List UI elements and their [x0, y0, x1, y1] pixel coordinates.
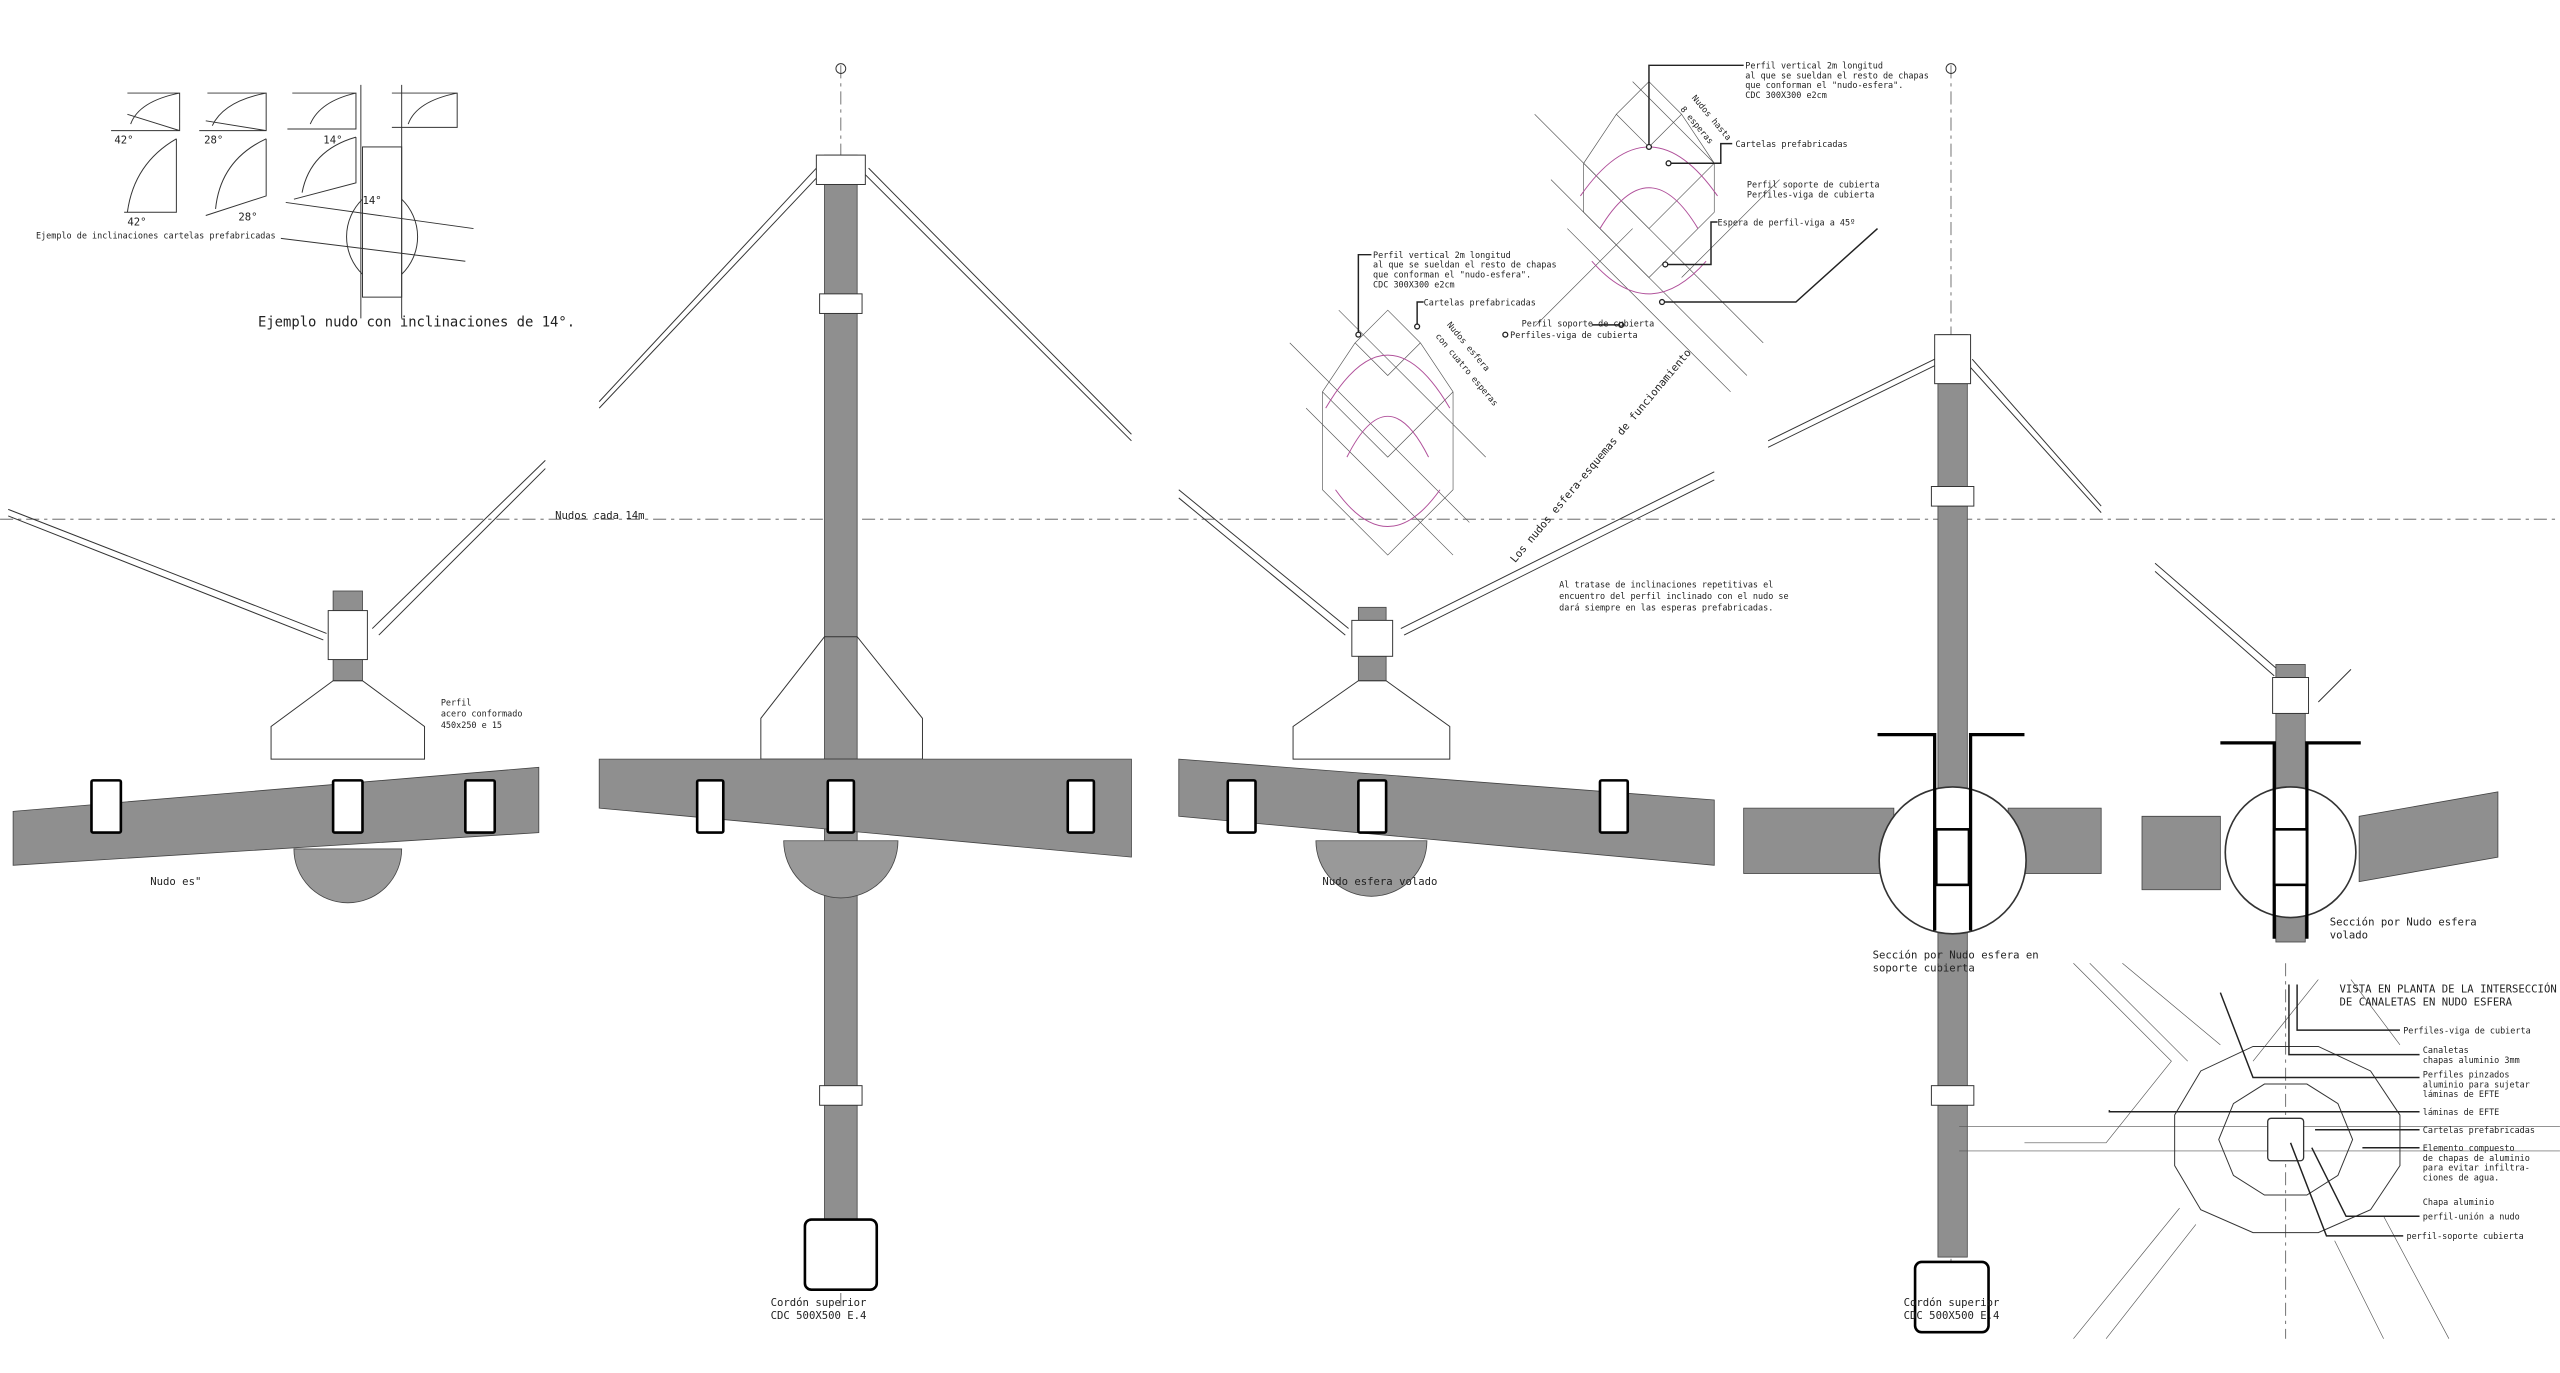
iso-upper-vertical-profile: Perfil vertical 2m longitud: [1745, 61, 1883, 71]
angle-label: 28°: [238, 210, 257, 223]
panel-cordon-superior-1: Cordón superior CDC 500X500 E.4: [598, 63, 1132, 1322]
profile-label: acero conformado: [441, 709, 523, 719]
plan-label: Perfiles pinzados: [2423, 1070, 2510, 1080]
cordon-caption: CDC 500X500 E.4: [771, 1309, 867, 1322]
panel1-caption: Nudo es": [150, 875, 201, 888]
plan-title: DE CANALETAS EN NUDO ESFERA: [2340, 996, 2513, 1009]
iso-lower-vertical-profile: al que se sueldan el resto de chapas: [1373, 260, 1557, 270]
section-caption: soporte cubierta: [1873, 961, 1975, 974]
iso-upper-vertical-profile: CDC 300X300 e2cm: [1745, 90, 1827, 100]
note-block: Al tratase de inclinaciones repetitivas …: [1559, 580, 1788, 613]
panel-nudo-esfera: Nudos cada 14m Perfil acero conformado 4…: [0, 460, 2560, 904]
node-example: Ejemplo nudo con inclinaciones de 14°.: [258, 84, 575, 331]
plan-label: Canaletas: [2423, 1045, 2469, 1055]
iso-diagonal-title: Los nudos esfera-esquemas de funcionamie…: [1507, 346, 1694, 565]
cartelas-caption: Ejemplo de inclinaciones cartelas prefab…: [36, 230, 276, 240]
plan-label: aluminio para sujetar: [2423, 1079, 2530, 1089]
plan-label: láminas de EFTE: [2423, 1107, 2499, 1117]
iso-lower-beams: Perfiles-viga de cubierta: [1510, 330, 1637, 340]
iso-lower-vertical-profile: CDC 300X300 e2cm: [1373, 279, 1455, 289]
angle-label: 42°: [114, 134, 133, 147]
note-line: dará siempre en las esperas prefabricada…: [1559, 603, 1773, 613]
angle-label: 28°: [204, 134, 223, 147]
plan-label: para evitar infiltra-: [2423, 1163, 2530, 1173]
iso-upper-vertical-profile: que conforman el "nudo-esfera".: [1745, 80, 1903, 90]
plan-label: láminas de EFTE: [2423, 1089, 2499, 1099]
node-example-caption: Ejemplo nudo con inclinaciones de 14°.: [258, 315, 575, 331]
spacing-label: Nudos cada 14m: [555, 509, 644, 522]
plan-label: Perfiles-viga de cubierta: [2403, 1025, 2530, 1035]
plan-label: perfil-soporte cubierta: [2406, 1231, 2523, 1241]
plan-view: VISTA EN PLANTA DE LA INTERSECCIÓN DE CA…: [1959, 962, 2560, 1339]
cordon-caption: Cordón superior: [771, 1296, 867, 1309]
iso-upper-cartelas: Cartelas prefabricadas: [1735, 139, 1847, 149]
iso-upper-vertical-profile: al que se sueldan el resto de chapas: [1745, 70, 1929, 80]
panel-seccion-volado: Sección por Nudo esfera volado: [2141, 562, 2499, 943]
angle-label: 14°: [362, 194, 381, 207]
plan-title: VISTA EN PLANTA DE LA INTERSECCIÓN: [2340, 983, 2557, 996]
plan-label: Chapa aluminio: [2423, 1197, 2494, 1207]
iso-lower-vertical-profile: Perfil vertical 2m longitud: [1373, 250, 1511, 260]
note-line: Al tratase de inclinaciones repetitivas …: [1559, 580, 1773, 590]
plan-label: perfil-unión a nudo: [2423, 1212, 2520, 1222]
profile-label: Perfil: [441, 697, 472, 707]
plan-label: chapas aluminio 3mm: [2423, 1055, 2520, 1065]
cartelas-examples: 42° 28° 14° 42° 28° 14° Ejemplo de incli…: [36, 92, 458, 240]
iso-upper-support: Perfil soporte de cubierta: [1747, 180, 1880, 190]
iso-lower-support: Perfil soporte de cubierta: [1522, 319, 1655, 329]
profile-label: 450x250 e 15: [441, 720, 502, 730]
section-caption: Sección por Nudo esfera: [2330, 916, 2477, 929]
iso-upper-support: Perfiles-viga de cubierta: [1747, 190, 1874, 200]
plan-label: de chapas de aluminio: [2423, 1153, 2530, 1163]
plan-label: Cartelas prefabricadas: [2423, 1125, 2535, 1135]
iso-upper-espera: Espera de perfil-viga a 45º: [1718, 217, 1856, 227]
panel3-caption: Nudo esfera volado: [1322, 875, 1437, 888]
iso-lower-cartelas: Cartelas prefabricadas: [1424, 297, 1536, 307]
note-line: encuentro del perfil inclinado con el nu…: [1559, 591, 1788, 601]
panel-nudo-esfera-volado: Nudo esfera volado: [1178, 471, 1715, 897]
section-caption: Sección por Nudo esfera en: [1873, 948, 2039, 961]
cordon-caption: CDC 500X500 E.4: [1904, 1309, 2000, 1322]
panel-seccion-soporte-cubierta: Sección por Nudo esfera en soporte cubie…: [1743, 63, 2102, 1334]
iso-lower-vertical-profile: que conforman el "nudo-esfera".: [1373, 270, 1531, 280]
isometric-schemes: Perfil vertical 2m longitud al que se su…: [1289, 61, 1929, 565]
section-caption: volado: [2330, 929, 2368, 942]
plan-label: ciones de agua.: [2423, 1172, 2499, 1182]
cordon-caption: Cordón superior: [1904, 1296, 2000, 1309]
angle-label: 14°: [323, 134, 342, 147]
angle-label: 42°: [127, 215, 146, 228]
plan-label: Elemento compuesto: [2423, 1143, 2515, 1153]
